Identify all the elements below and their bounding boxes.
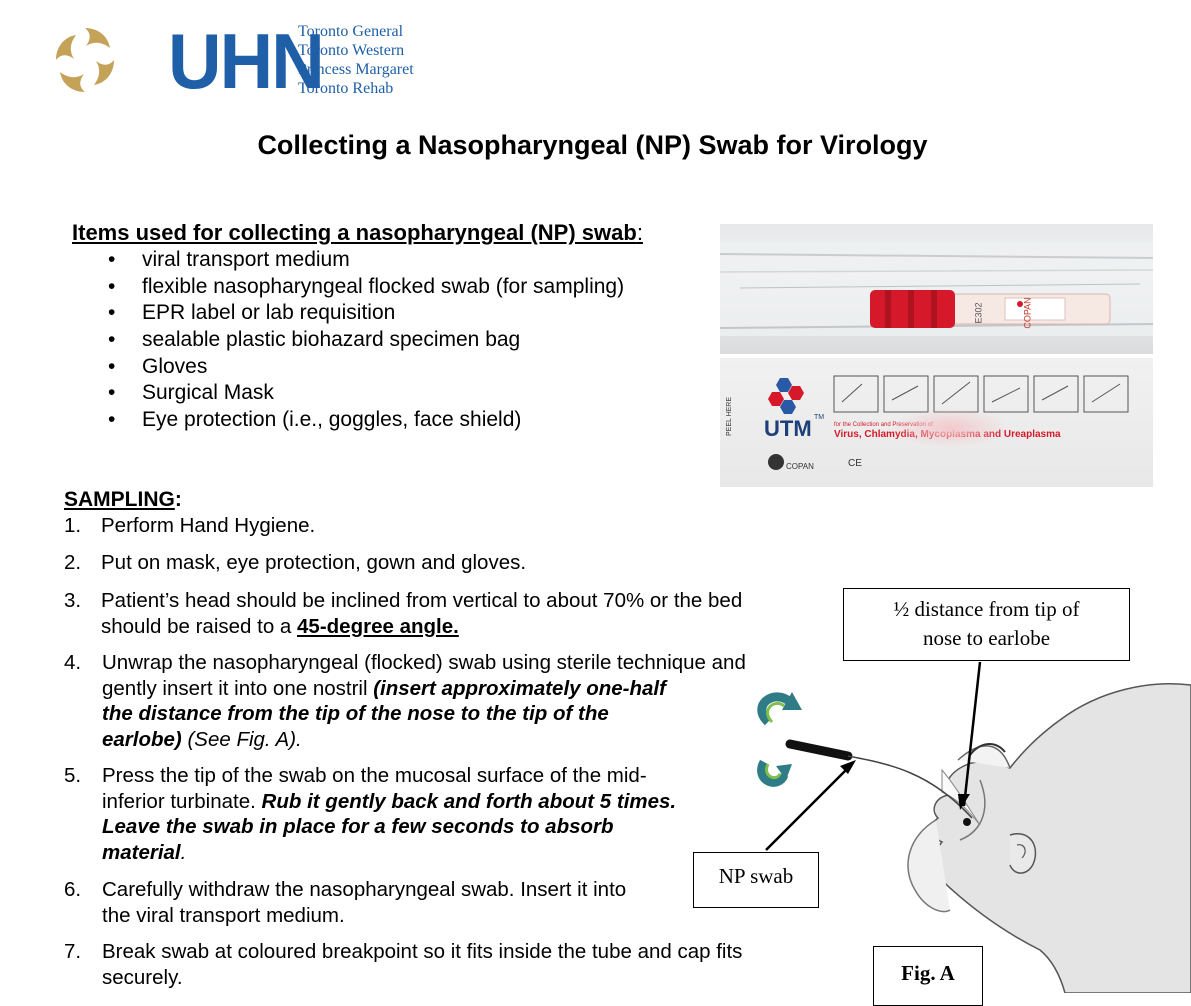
- step-line: .: [180, 840, 187, 864]
- list-item: sealable plastic biohazard specimen bag: [108, 327, 624, 354]
- step-text: Patient’s head should be inclined from v…: [101, 588, 742, 639]
- sampling-heading-colon: :: [174, 488, 182, 511]
- emphasis-text: material: [102, 840, 181, 864]
- sampling-heading: SAMPLING:: [64, 488, 182, 512]
- instruction-pictograms-icon: [833, 375, 1129, 413]
- step-line: Press the tip of the swab on the mucosal…: [102, 764, 647, 787]
- step-number: 3.: [64, 589, 82, 612]
- distance-label-box: ½ distance from tip of nose to earlobe: [843, 588, 1130, 661]
- copan-hexagon-logo-icon: [768, 378, 804, 414]
- transport-tube-illustration: [720, 242, 1153, 336]
- step-line: securely.: [102, 965, 183, 989]
- peel-here-text: PEEL HERE: [726, 396, 733, 436]
- step-7: 7. Break swab at coloured breakpoint so …: [64, 939, 742, 990]
- package-subtitle: for the Collection and Preservation of:: [834, 422, 935, 428]
- package-tm: TM: [814, 414, 825, 421]
- step-text: Break swab at coloured breakpoint so it …: [102, 939, 742, 990]
- step-line: (See Fig. A).: [181, 727, 302, 751]
- distance-label-line: ½ distance from tip of: [893, 597, 1080, 621]
- list-item: viral transport medium: [108, 247, 624, 274]
- step-5: 5. Press the tip of the swab on the muco…: [64, 763, 676, 865]
- emphasis-text: Rub it gently back and forth about 5 tim…: [261, 789, 677, 813]
- step-number: 4.: [64, 651, 82, 674]
- sampling-heading-text: SAMPLING: [64, 488, 175, 511]
- package-brand: UTM: [764, 416, 812, 441]
- page-title: Collecting a Nasopharyngeal (NP) Swab fo…: [257, 130, 928, 160]
- hospital-name: Toronto Rehab: [298, 80, 394, 97]
- items-list: viral transport medium flexible nasophar…: [108, 247, 624, 434]
- list-item: Gloves: [108, 354, 624, 381]
- uhn-emblem-icon: [56, 28, 114, 92]
- list-item: flexible nasopharyngeal flocked swab (fo…: [108, 274, 624, 301]
- emphasis-text: (insert approximately one-half: [373, 676, 666, 700]
- step-number: 7.: [64, 940, 82, 963]
- step-number: 2.: [64, 551, 82, 574]
- kit-photo-tube: COPAN E302: [720, 224, 1153, 354]
- step-text: Press the tip of the swab on the mucosal…: [102, 763, 676, 865]
- emphasis-text: Leave the swab in place for a few second…: [102, 815, 614, 838]
- ce-mark: CE: [848, 458, 862, 469]
- step-6: 6. Carefully withdraw the nasopharyngeal…: [64, 877, 626, 928]
- step-line: gently insert it into one nostril: [102, 676, 374, 700]
- items-heading-colon: :: [636, 220, 643, 245]
- figure-caption-box: Fig. A: [873, 946, 983, 1006]
- list-item: Eye protection (i.e., goggles, face shie…: [108, 407, 624, 434]
- step-line: Patient’s head should be inclined from v…: [101, 589, 743, 612]
- hospital-name: Toronto Western: [298, 42, 405, 59]
- step-2: 2. Put on mask, eye protection, gown and…: [64, 550, 526, 576]
- step-line: Carefully withdraw the nasopharyngeal sw…: [102, 878, 627, 901]
- hospital-name: Princess Margaret: [298, 61, 414, 78]
- step-line: Break swab at coloured breakpoint so it …: [102, 940, 743, 963]
- tube-code-text: E302: [973, 302, 984, 324]
- tube-label-text: COPAN: [1022, 297, 1033, 329]
- step-line: Unwrap the nasopharyngeal (flocked) swab…: [102, 651, 746, 674]
- items-heading-text: Items used for collecting a nasopharynge…: [72, 220, 637, 245]
- step-number: 6.: [64, 878, 82, 901]
- step-text: Put on mask, eye protection, gown and gl…: [101, 551, 527, 574]
- emphasis-text: the distance from the tip of the nose to…: [102, 702, 609, 725]
- hospital-list: Toronto General Toronto Western Princess…: [298, 22, 414, 98]
- step-3: 3. Patient’s head should be inclined fro…: [64, 588, 742, 639]
- np-swab-label-box: NP swab: [693, 852, 819, 908]
- list-item: Surgical Mask: [108, 380, 624, 407]
- copan-logo-icon: [768, 454, 784, 470]
- step-number: 1.: [64, 514, 82, 537]
- step-number: 5.: [64, 764, 82, 787]
- kit-photo-package: UTM TM for the Collection and Preservati…: [720, 358, 1153, 487]
- step-line: should be raised to a: [101, 614, 298, 638]
- distance-label-line: nose to earlobe: [922, 626, 1051, 650]
- step-line: inferior turbinate.: [102, 789, 262, 813]
- step-line: the viral transport medium.: [102, 903, 345, 927]
- items-heading: Items used for collecting a nasopharynge…: [72, 220, 643, 246]
- uhn-logo: UHN Toronto General Toronto Western Prin…: [50, 16, 420, 106]
- step-text: Perform Hand Hygiene.: [101, 514, 316, 537]
- logo-wordmark: UHN: [168, 17, 325, 105]
- list-item: EPR label or lab requisition: [108, 300, 624, 327]
- manufacturer-name: COPAN: [786, 462, 814, 471]
- step-text: Unwrap the nasopharyngeal (flocked) swab…: [102, 650, 746, 752]
- package-stain: [890, 408, 1010, 448]
- emphasis-text: 45-degree angle.: [297, 614, 459, 638]
- step-4: 4. Unwrap the nasopharyngeal (flocked) s…: [64, 650, 746, 752]
- hospital-name: Toronto General: [298, 23, 404, 40]
- emphasis-text: earlobe): [102, 727, 182, 751]
- step-1: 1. Perform Hand Hygiene.: [64, 513, 315, 539]
- step-text: Carefully withdraw the nasopharyngeal sw…: [102, 877, 626, 928]
- np-swab-figure: [757, 661, 1191, 993]
